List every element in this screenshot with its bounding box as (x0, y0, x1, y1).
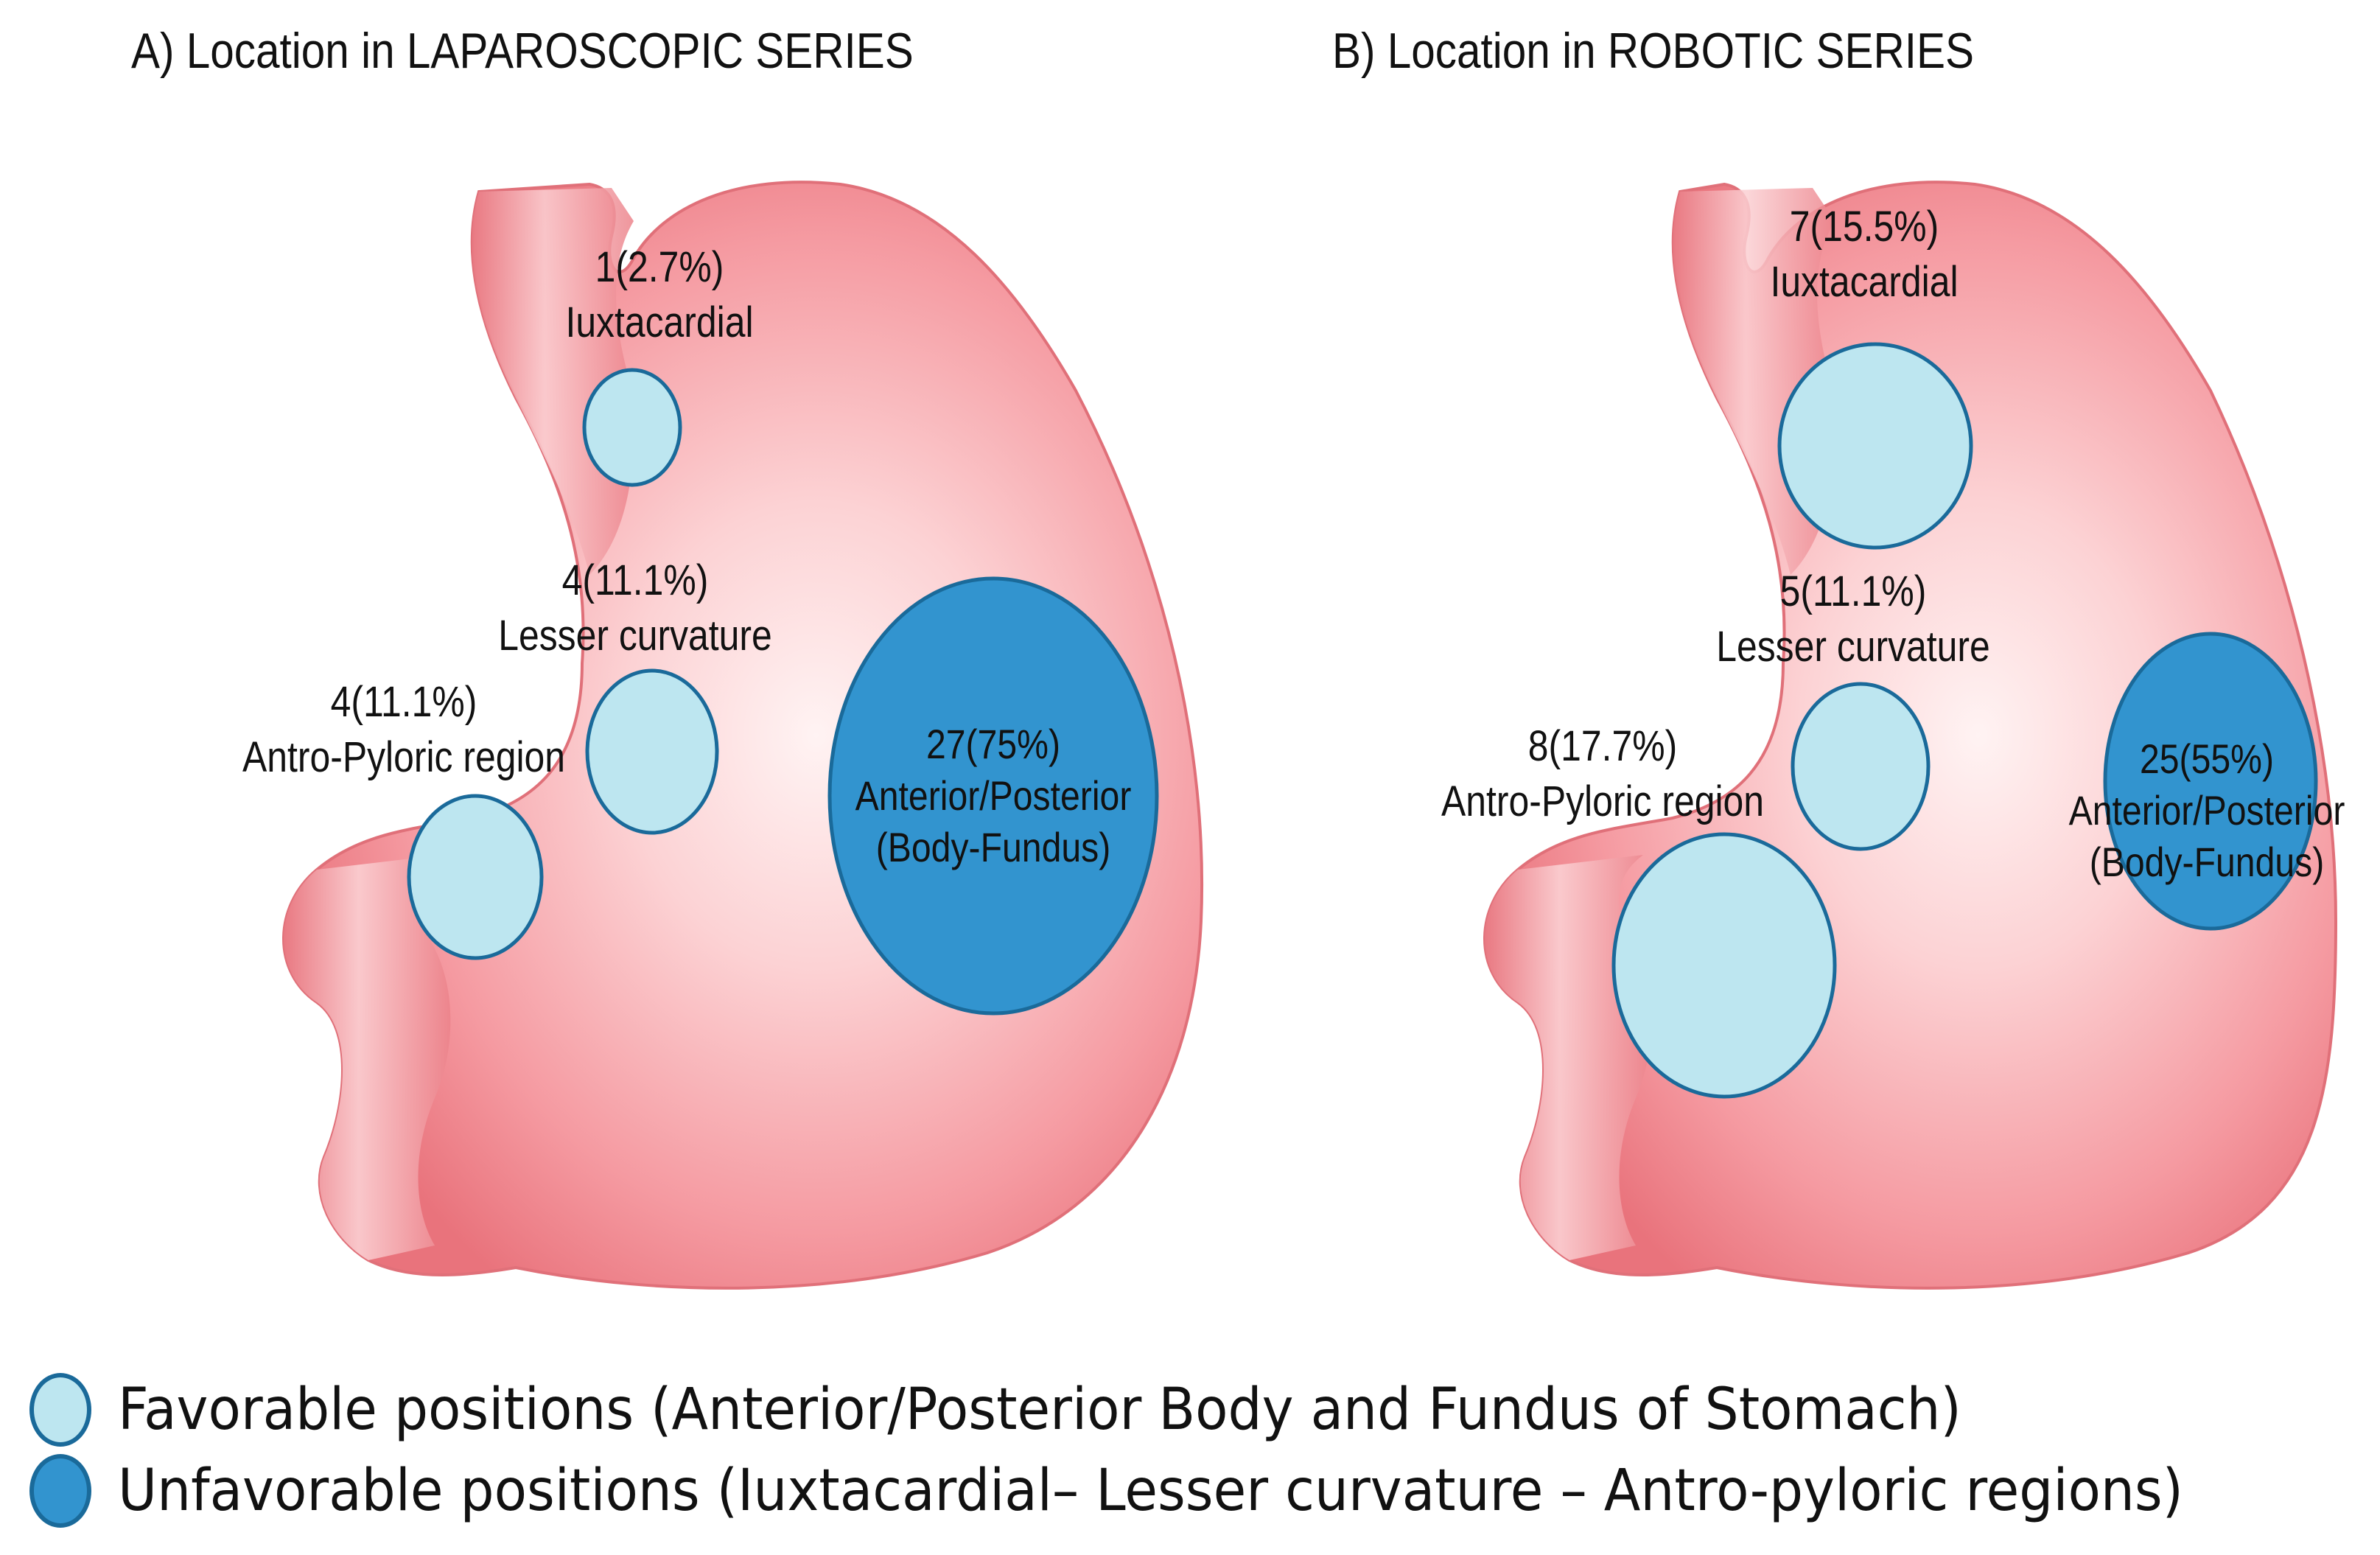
region-count-text: 27(75%) (925, 721, 1061, 767)
region-count-text: 25(55%) (2139, 735, 2275, 782)
region-circle-laparoscopic-antro (407, 794, 544, 960)
region-count-text: 8(17.7%) (1527, 722, 1678, 770)
region-name-text: Antro-Pyloric region (242, 733, 566, 782)
region-circle-robotic-antro (1611, 832, 1837, 1099)
region-name-text-2: (Body-Fundus) (2089, 839, 2325, 885)
region-name-text: Lesser curvature (498, 612, 772, 660)
region-count-text: 4(11.1%) (561, 556, 709, 604)
panel-title-robotic: B) Location in ROBOTIC SERIES (1332, 23, 1975, 79)
label-laparoscopic-lesser-curvature: 4(11.1%) Lesser curvature (498, 553, 772, 664)
region-circle-laparoscopic-iuxtacardial (582, 368, 682, 487)
region-count-text: 7(15.5%) (1789, 203, 1939, 251)
label-robotic-lesser-curvature: 5(11.1%) Lesser curvature (1716, 564, 1990, 675)
legend-item-unfavorable: Unfavorable positions (Iuxtacardial– Les… (29, 1450, 2339, 1531)
region-name-text: Anterior/Posterior (2068, 787, 2345, 834)
unfavorable-swatch-icon (29, 1454, 91, 1528)
region-circle-robotic-iuxtacardial (1777, 342, 1973, 550)
legend-label: Favorable positions (Anterior/Posterior … (118, 1377, 1961, 1443)
region-name-text: Iuxtacardial (1770, 258, 1959, 307)
region-circle-robotic-lesser (1791, 682, 1931, 851)
region-circles (407, 342, 2318, 1099)
label-robotic-body-fundus: 25(55%) Anterior/Posterior (Body-Fundus) (2069, 733, 2345, 888)
region-name-text-2: (Body-Fundus) (875, 824, 1111, 870)
region-name-text: Antro-Pyloric region (1441, 778, 1765, 826)
label-laparoscopic-iuxtacardial: 1(2.7%) Iuxtacardial (565, 240, 753, 351)
panel-title-laparoscopic: A) Location in LAPAROSCOPIC SERIES (131, 23, 914, 79)
legend-item-favorable: Favorable positions (Anterior/Posterior … (29, 1369, 2100, 1450)
region-circle-laparoscopic-lesser (585, 668, 719, 835)
region-name-text: Lesser curvature (1716, 623, 1990, 671)
favorable-swatch-icon (29, 1373, 91, 1447)
label-robotic-antro-pyloric: 8(17.7%) Antro-Pyloric region (1441, 719, 1764, 830)
region-count-text: 4(11.1%) (330, 678, 477, 726)
region-name-text: Anterior/Posterior (855, 772, 1132, 819)
label-laparoscopic-body-fundus: 27(75%) Anterior/Posterior (Body-Fundus) (855, 719, 1132, 873)
region-count-text: 1(2.7%) (595, 243, 724, 291)
label-laparoscopic-antro-pyloric: 4(11.1%) Antro-Pyloric region (242, 674, 565, 786)
legend-label: Unfavorable positions (Iuxtacardial– Les… (118, 1458, 2183, 1524)
region-circle-robotic-body (2103, 632, 2318, 931)
region-circle-laparoscopic-body (827, 576, 1159, 1016)
region-name-text: Iuxtacardial (565, 298, 754, 347)
label-robotic-iuxtacardial: 7(15.5%) Iuxtacardial (1770, 199, 1958, 310)
region-count-text: 5(11.1%) (1779, 567, 1927, 615)
